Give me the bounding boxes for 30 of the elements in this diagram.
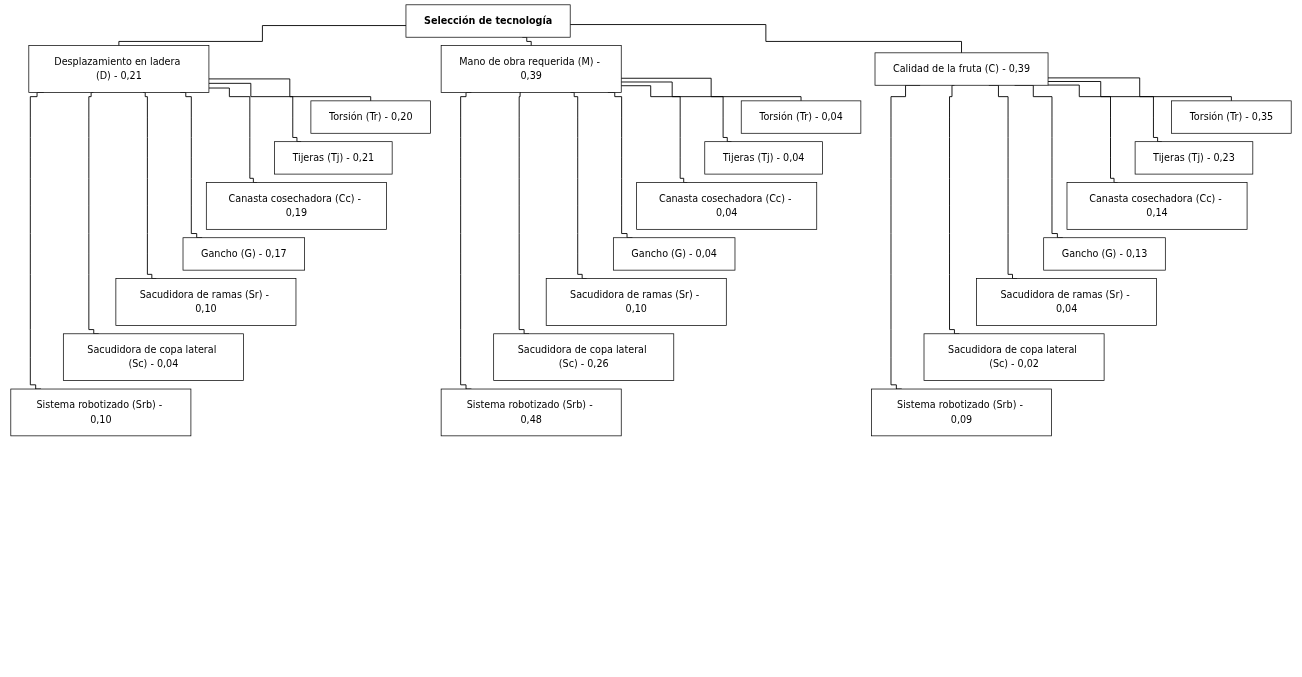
node-box: Tijeras (Tj) - 0,21 <box>274 141 393 175</box>
node-box: Sacudidora de ramas (Sr) - 0,10 <box>115 278 297 326</box>
connector <box>1047 77 1232 102</box>
node-box: Sistema robotizado (Srb) - 0,48 <box>440 388 622 437</box>
node-box: Gancho (G) - 0,04 <box>613 237 736 271</box>
node-box: Sacudidora de ramas (Sr) - 0,04 <box>976 278 1157 326</box>
node-box: Calidad de la fruta (C) - 0,39 <box>874 52 1049 86</box>
node-box: Sacudidora de ramas (Sr) - 0,10 <box>545 278 727 326</box>
node-box: Gancho (G) - 0,17 <box>182 237 305 271</box>
node-box: Sacudidora de copa lateral (Sc) - 0,26 <box>493 333 675 381</box>
node-box: Canasta cosechadora (Cc) - 0,04 <box>636 182 818 230</box>
node-box: Sacudidora de copa lateral (Sc) - 0,02 <box>923 333 1105 381</box>
node-box: Canasta cosechadora (Cc) - 0,19 <box>205 182 387 230</box>
connector <box>118 25 407 47</box>
node-box: Tijeras (Tj) - 0,04 <box>704 141 823 175</box>
node-box: Canasta cosechadora (Cc) - 0,14 <box>1066 182 1248 230</box>
node-box: Torsión (Tr) - 0,35 <box>1171 100 1292 134</box>
node-box: Torsión (Tr) - 0,04 <box>740 100 862 134</box>
node-box: Sistema robotizado (Srb) - 0,09 <box>871 388 1052 437</box>
node-box: Torsión (Tr) - 0,20 <box>310 100 431 134</box>
node-box: Mano de obra requerida (M) - 0,39 <box>440 45 622 93</box>
node-box: Tijeras (Tj) - 0,23 <box>1134 141 1254 175</box>
connector <box>208 78 372 102</box>
connector <box>620 77 802 102</box>
node-box: Sacudidora de copa lateral (Sc) - 0,04 <box>62 333 244 381</box>
connector <box>569 24 962 54</box>
node-box: Gancho (G) - 0,13 <box>1043 237 1166 271</box>
node-box: Desplazamiento en ladera (D) - 0,21 <box>28 45 210 93</box>
node-box: Sistema robotizado (Srb) - 0,10 <box>10 388 192 437</box>
node-box: Selección de tecnología <box>405 4 571 38</box>
